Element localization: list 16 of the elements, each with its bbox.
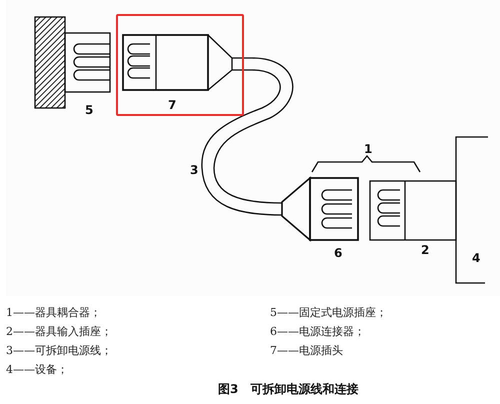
- key-text: 3——可拆卸电源线；: [6, 344, 112, 358]
- key-text: 5——固定式电源插座；: [270, 306, 387, 320]
- key-text: 1——器具耦合器；: [6, 306, 101, 320]
- highlight-frame: [116, 14, 244, 116]
- key-text: 7——电源插头: [270, 344, 343, 358]
- callout-number: 5: [85, 103, 94, 117]
- callout-number: 6: [334, 246, 342, 260]
- callout-number: 4: [472, 251, 480, 265]
- key-text: 2——器具输入插座；: [6, 325, 112, 339]
- callout-number: 7: [168, 98, 176, 112]
- figure-caption: 图3 可拆卸电源线和连接: [218, 382, 358, 397]
- key-text: 4——设备；: [6, 363, 68, 377]
- callout-number: 2: [421, 243, 430, 257]
- key-text: 6——电源连接器；: [270, 325, 365, 339]
- callout-number: 3: [190, 163, 198, 177]
- callout-number: 1: [364, 142, 372, 156]
